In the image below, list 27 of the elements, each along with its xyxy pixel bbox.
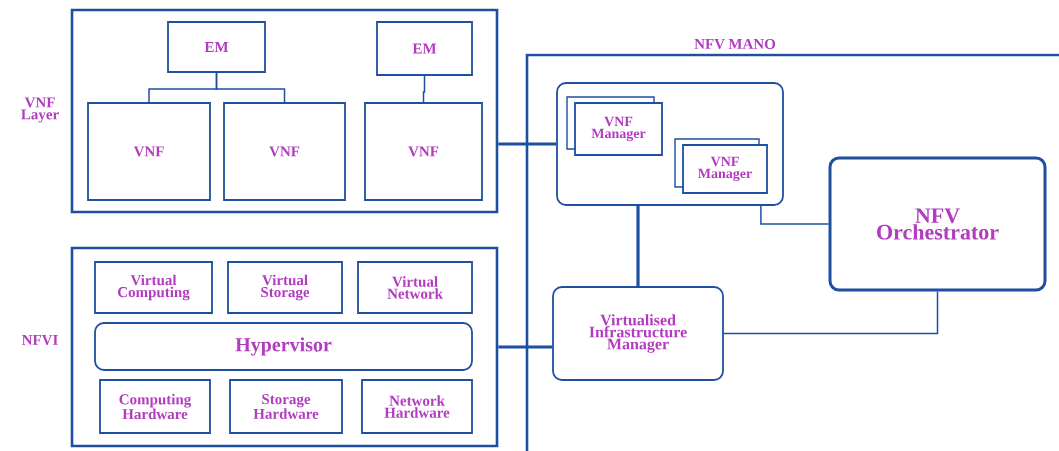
connector-line <box>498 345 553 349</box>
layer-label: VNF Layer <box>21 97 59 123</box>
process-box: Virtual Storage <box>227 261 343 314</box>
group-box <box>556 82 784 206</box>
process-box: Virtual Network <box>357 261 473 314</box>
manager-box: VNF Manager <box>674 138 768 194</box>
layer-label: NFVI <box>21 335 58 345</box>
process-box: VNF <box>87 102 211 201</box>
process-box: VNF <box>364 102 483 201</box>
connector-line <box>498 142 557 146</box>
process-box: EM <box>376 21 473 76</box>
layer-label: NFV MANO <box>694 38 776 50</box>
process-box: Virtualised Infrastructure Manager <box>552 286 724 381</box>
connector-line <box>636 205 640 287</box>
manager-box: VNF Manager <box>566 96 663 156</box>
process-box: Storage Hardware <box>229 379 343 434</box>
process-box: Network Hardware <box>361 379 473 434</box>
connector-line <box>723 290 939 335</box>
connector-line <box>760 205 830 225</box>
process-box: Virtual Computing <box>94 261 213 314</box>
process-box: EM <box>167 21 266 73</box>
process-box: VNF <box>223 102 346 201</box>
process-box: NFV Orchestrator <box>828 156 1047 292</box>
process-box: Computing Hardware <box>99 379 211 434</box>
process-box: Hypervisor <box>94 322 473 371</box>
connector-line <box>215 72 286 103</box>
connector-line <box>422 75 426 103</box>
